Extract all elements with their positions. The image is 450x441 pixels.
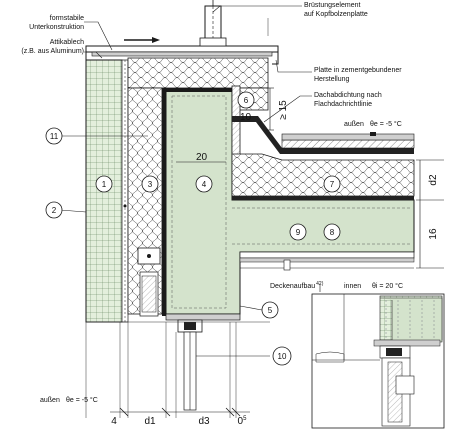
label-kopfbolzenplatte: auf Kopfbolzenplatte bbox=[304, 11, 368, 18]
leader-lines bbox=[59, 5, 321, 357]
label-attikablech-material: (z.B. aus Aluminum) bbox=[21, 48, 84, 55]
label-flachdachrichtlinie: Flachdachrichtlinie bbox=[314, 101, 372, 108]
label-platte: Platte in zementgebundener bbox=[314, 67, 402, 74]
construction-lines bbox=[85, 18, 270, 418]
label-aussen-top: außen bbox=[344, 121, 364, 128]
svg-text:4: 4 bbox=[111, 416, 117, 427]
svg-text:d2: d2 bbox=[428, 174, 439, 186]
svg-text:d3: d3 bbox=[198, 416, 210, 427]
svg-text:8: 8 bbox=[330, 228, 335, 237]
label-formstabile: formstabile bbox=[50, 15, 84, 22]
window-frame bbox=[137, 247, 241, 411]
svg-text:10: 10 bbox=[278, 352, 287, 361]
dim-10: 10 bbox=[240, 112, 252, 123]
ceiling-buildup bbox=[239, 251, 415, 271]
svg-text:7: 7 bbox=[330, 180, 335, 189]
marker-6: 6 bbox=[237, 91, 255, 109]
svg-text:11: 11 bbox=[50, 132, 59, 141]
svg-text:1: 1 bbox=[102, 180, 107, 189]
svg-text:6: 6 bbox=[244, 96, 249, 105]
label-theta-e-top: θe = -5 °C bbox=[370, 120, 402, 128]
svg-text:9: 9 bbox=[296, 228, 301, 237]
svg-text:16: 16 bbox=[428, 228, 439, 240]
vapor-barrier bbox=[232, 196, 414, 200]
label-herstellung: Herstellung bbox=[314, 76, 350, 83]
roof-gravel bbox=[281, 139, 415, 149]
support-rails bbox=[121, 59, 129, 323]
svg-text:≥ 15: ≥ 15 bbox=[278, 100, 289, 120]
svg-text:d1: d1 bbox=[144, 416, 156, 427]
marker-1: 1 bbox=[95, 175, 113, 193]
roof-insulation bbox=[231, 153, 415, 197]
railing-post bbox=[199, 0, 227, 47]
dim-0-5: 05 bbox=[238, 416, 248, 427]
roof-membrane-slope bbox=[232, 116, 414, 154]
dim-16: 16 bbox=[416, 200, 444, 269]
dim-20: 20 bbox=[176, 152, 226, 163]
inset-view bbox=[311, 293, 445, 429]
label-theta-e-bottom: θe = -5 °C bbox=[66, 396, 98, 404]
label-deckenaufbau: Deckenaufbau42) bbox=[270, 281, 324, 290]
label-unterkonstruktion: Unterkonstruktion bbox=[29, 24, 84, 31]
label-theta-i: θi = 20 °C bbox=[372, 282, 403, 290]
label-attikablech: Attikablech bbox=[50, 39, 84, 46]
wall-insulation-top bbox=[127, 57, 269, 89]
reinforcement bbox=[171, 95, 410, 309]
marker-11: 11 bbox=[45, 127, 63, 145]
dim-chain-bottom: 4 d1 d3 05 bbox=[110, 407, 250, 427]
marker-3: 3 bbox=[141, 175, 159, 193]
roof-drain-detail bbox=[370, 132, 376, 136]
svg-text:10: 10 bbox=[240, 112, 252, 123]
label-dachabdichtung: Dachabdichtung nach bbox=[314, 92, 382, 99]
label-aussen-bottom: außen bbox=[40, 397, 60, 404]
svg-text:5: 5 bbox=[268, 306, 273, 315]
parapet-seal-top bbox=[162, 88, 234, 92]
svg-text:20: 20 bbox=[196, 152, 208, 163]
direction-arrow bbox=[124, 37, 160, 43]
marker-2: 2 bbox=[45, 201, 63, 219]
marker-9: 9 bbox=[289, 223, 307, 241]
parapet-seal-left bbox=[162, 88, 166, 316]
marker-10: 10 bbox=[272, 346, 292, 366]
dim-ge15: ≥ 15 bbox=[266, 87, 289, 131]
marker-5: 5 bbox=[261, 301, 279, 319]
svg-text:2: 2 bbox=[52, 206, 57, 215]
marker-8: 8 bbox=[323, 223, 341, 241]
dim-d2: d2 bbox=[416, 159, 444, 201]
label-bruestungselement: Brüstungselement bbox=[304, 2, 360, 9]
marker-4: 4 bbox=[195, 175, 213, 193]
label-innen: innen bbox=[344, 283, 361, 290]
marker-7: 7 bbox=[323, 175, 341, 193]
svg-text:4: 4 bbox=[202, 180, 207, 189]
svg-text:3: 3 bbox=[148, 180, 153, 189]
roof-top-plate bbox=[281, 133, 415, 141]
